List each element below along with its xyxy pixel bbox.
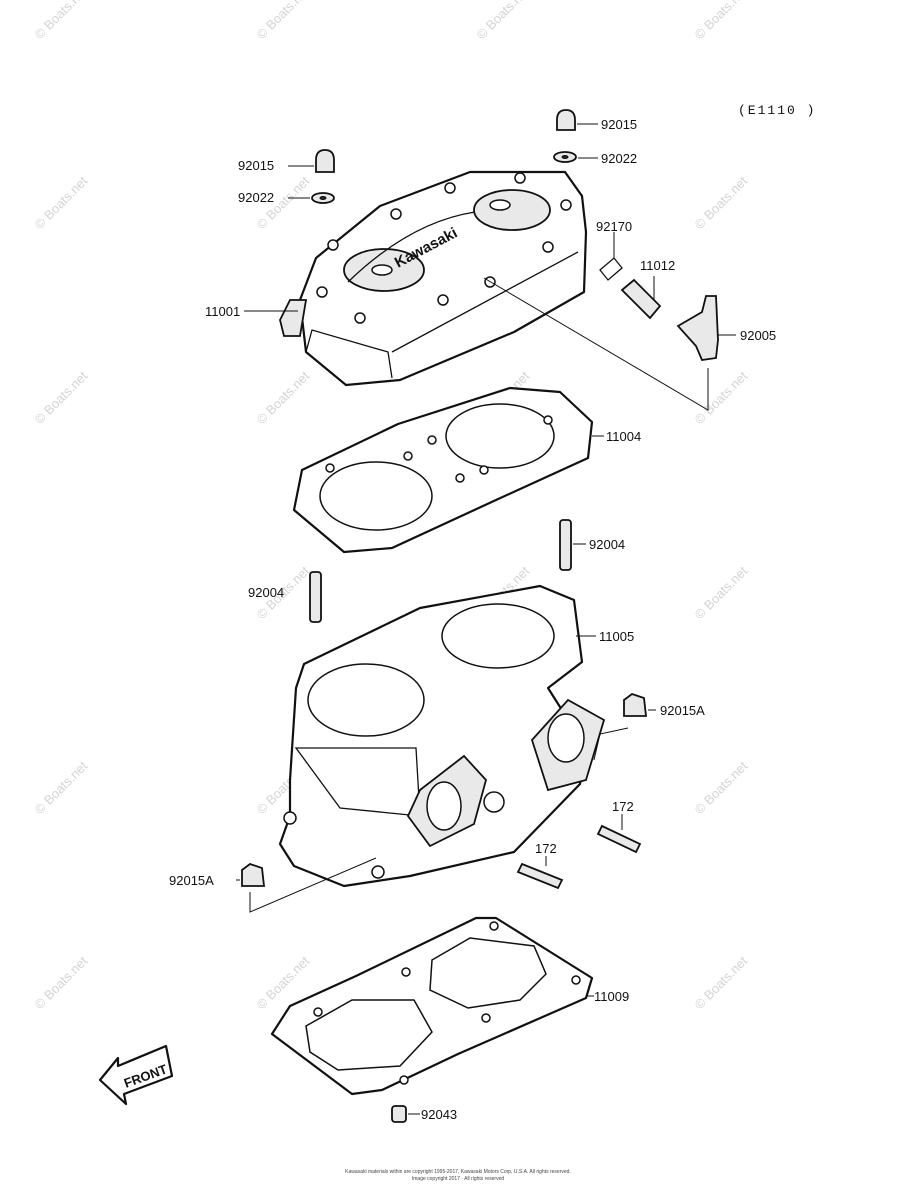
callout-92170[interactable]: 92170 (596, 219, 632, 234)
base-gasket-11009[interactable] (270, 916, 594, 1096)
stud-92004-right[interactable] (559, 519, 586, 571)
callout-11001[interactable]: 11001 (205, 304, 240, 319)
watermark: © Boats.net (32, 368, 91, 427)
stud-172-left[interactable] (516, 856, 564, 890)
watermark: © Boats.net (692, 563, 751, 622)
callout-11005[interactable]: 11005 (599, 629, 634, 644)
copyright-line-2: Image copyright 2017 · All rights reserv… (412, 1176, 504, 1182)
flange-nut-92015A-left[interactable] (236, 857, 377, 913)
copyright-line-1: Kawasaki materials within are copyright … (345, 1169, 571, 1175)
callout-172-right[interactable]: 172 (612, 799, 634, 814)
flange-nut-92015A-right[interactable] (593, 692, 656, 761)
watermark: © Boats.net (474, 0, 533, 42)
head-gasket-11004[interactable] (292, 386, 604, 554)
fitting-92005[interactable] (483, 277, 736, 411)
watermark: © Boats.net (254, 368, 313, 427)
watermark: © Boats.net (692, 758, 751, 817)
cap-nut-92015-left[interactable] (288, 149, 335, 173)
washer-92022-left[interactable] (288, 192, 335, 204)
watermark: © Boats.net (692, 173, 751, 232)
callout-labels: 92015 92022 92015 92022 92170 11012 1100… (169, 117, 776, 1122)
callout-92005[interactable]: 92005 (740, 328, 776, 343)
stud-172-right[interactable] (596, 814, 642, 854)
callout-11009[interactable]: 11009 (594, 989, 629, 1004)
watermark: © Boats.net (692, 368, 751, 427)
dowel-pin-92043[interactable] (391, 1105, 420, 1123)
callout-11012[interactable]: 11012 (640, 258, 675, 273)
cylinder-head-11001[interactable]: Kawasaki (244, 170, 588, 387)
callout-92022-left[interactable]: 92022 (238, 190, 274, 205)
callout-92022-top[interactable]: 92022 (601, 151, 637, 166)
clip-92170[interactable] (599, 232, 623, 281)
callout-11004[interactable]: 11004 (606, 429, 641, 444)
watermark: © Boats.net (32, 758, 91, 817)
cap-nut-92015-top[interactable] (556, 109, 598, 131)
front-direction-marker: FRONT (98, 1044, 174, 1106)
watermark: © Boats.net (32, 953, 91, 1012)
watermark: © Boats.net (692, 953, 751, 1012)
callout-92015A-right[interactable]: 92015A (660, 703, 705, 718)
watermark: © Boats.net (32, 0, 91, 42)
watermark: © Boats.net (692, 0, 751, 42)
callout-92015-top[interactable]: 92015 (601, 117, 637, 132)
watermark: © Boats.net (32, 173, 91, 232)
callout-172-left[interactable]: 172 (535, 841, 557, 856)
callout-92004-left[interactable]: 92004 (248, 585, 284, 600)
callout-92004-right[interactable]: 92004 (589, 537, 625, 552)
stud-92004-left[interactable] (309, 571, 322, 623)
callout-92015-left[interactable]: 92015 (238, 158, 274, 173)
callout-92015A-left[interactable]: 92015A (169, 873, 214, 888)
callout-92043[interactable]: 92043 (421, 1107, 457, 1122)
sensor-11012[interactable] (620, 276, 662, 320)
diagram-code: (E1110 ) (738, 103, 816, 118)
watermark: © Boats.net (254, 0, 313, 42)
cylinder-block-11005[interactable] (278, 584, 606, 888)
washer-92022-top[interactable] (553, 151, 598, 163)
